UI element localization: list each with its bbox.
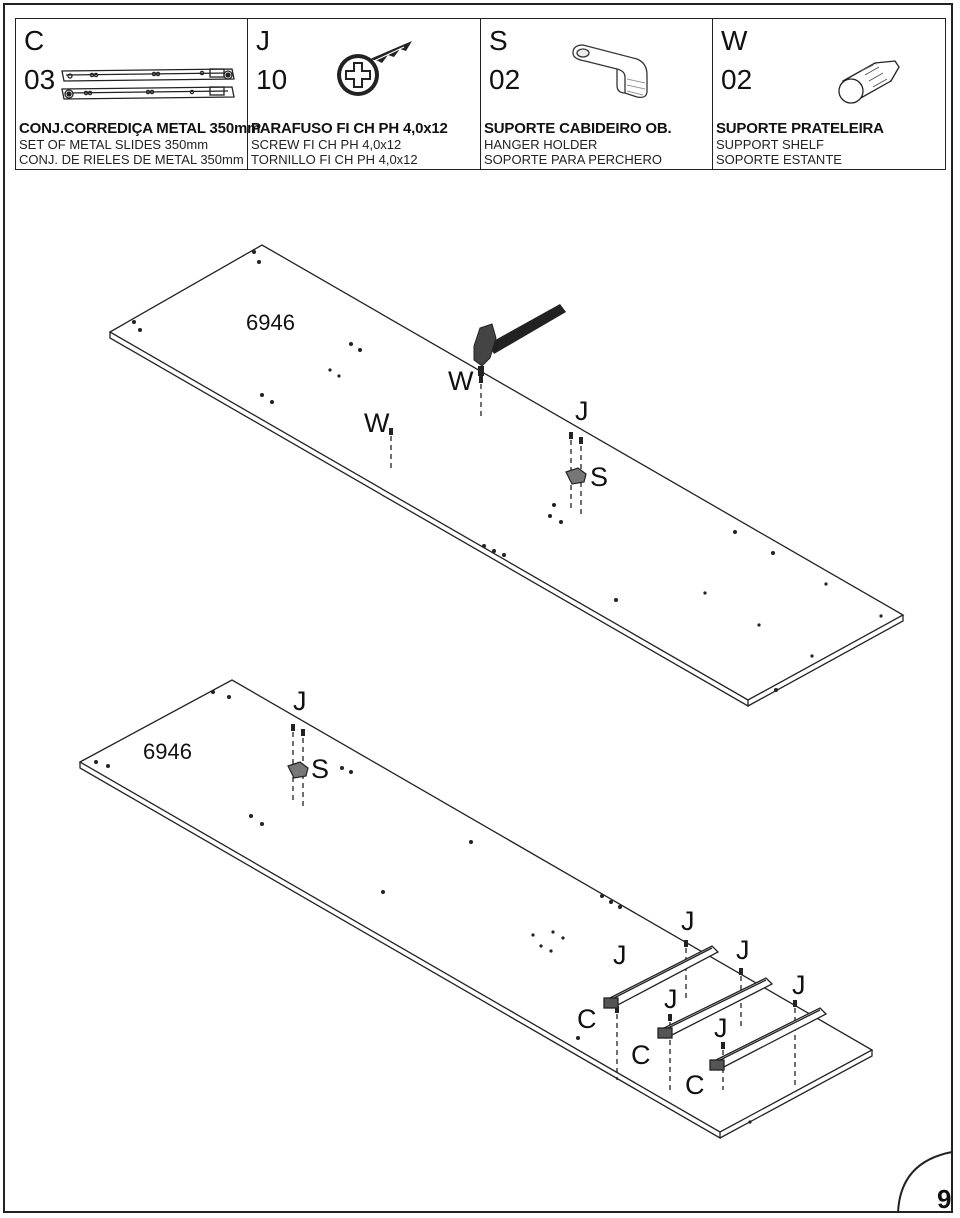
parts-table: C 03 CONJ.CORREDIÇA METAL 350mm SET OF — [15, 18, 946, 170]
part-quantity: 10 — [256, 64, 288, 95]
shelf-support-icon — [838, 60, 900, 104]
label-j: J — [681, 906, 695, 936]
label-s: S — [311, 754, 330, 784]
metal-slides — [603, 945, 828, 1071]
hanger-holder-icon — [572, 44, 648, 99]
holes-top — [132, 250, 883, 692]
part-cell-w: W 02 SUPORTE PRATELEIRA SUPPORT SHELF SO… — [713, 19, 945, 169]
panel-part-number: 6946 — [246, 310, 295, 335]
label-j: J — [664, 984, 678, 1014]
part-description: SUPORTE PRATELEIRA SUPPORT SHELF SOPORTE… — [716, 120, 943, 167]
part-quantity: 02 — [489, 64, 521, 95]
hanger-holders — [287, 467, 587, 779]
label-s: S — [590, 462, 609, 492]
panel-top — [108, 244, 905, 708]
label-w: W — [364, 408, 390, 438]
label-j: J — [792, 970, 806, 1000]
part-cell-j: J 10 PARAFUSO FI CH PH 4,0x12 SCREW FI C… — [248, 19, 481, 169]
hammer-icon — [473, 304, 566, 376]
part-quantity: 03 — [24, 64, 56, 95]
part-name-en: SCREW FI CH PH 4,0x12 — [251, 137, 402, 152]
part-name-en: SET OF METAL SLIDES 350mm — [19, 137, 209, 152]
part-name-en: SUPPORT SHELF — [716, 137, 824, 152]
holes-bottom — [94, 690, 752, 1124]
part-cell-c: C 03 CONJ.CORREDIÇA METAL 350mm SET OF — [16, 19, 261, 169]
part-name-en: HANGER HOLDER — [484, 137, 598, 152]
panel-bottom — [78, 679, 874, 1140]
label-c: C — [685, 1070, 705, 1100]
label-w: W — [448, 366, 474, 396]
label-j: J — [736, 935, 750, 965]
part-name-es: TORNILLO FI CH PH 4,0x12 — [251, 152, 418, 167]
metal-slide-icon — [61, 68, 235, 100]
label-j: J — [613, 940, 627, 970]
part-code: C — [24, 25, 45, 56]
part-name-es: CONJ. DE RIELES DE METAL 350mm — [19, 152, 244, 167]
screw-markers — [291, 376, 797, 1049]
label-c: C — [631, 1040, 651, 1070]
part-cell-s: S 02 SUPORTE CABIDEIRO OB. HANGER HOLDER… — [481, 19, 713, 169]
part-name-es: SOPORTE ESTANTE — [716, 152, 842, 167]
label-j: J — [293, 686, 307, 716]
part-quantity: 02 — [721, 64, 753, 95]
panel-part-number: 6946 — [143, 739, 192, 764]
part-name: SUPORTE PRATELEIRA — [716, 120, 884, 137]
page-frame — [3, 3, 953, 1213]
part-description: CONJ.CORREDIÇA METAL 350mm SET OF METAL … — [19, 120, 261, 167]
label-c: C — [577, 1004, 597, 1034]
part-name: PARAFUSO FI CH PH 4,0x12 — [251, 120, 448, 137]
part-name: CONJ.CORREDIÇA METAL 350mm — [19, 120, 261, 137]
part-code: J — [256, 25, 270, 56]
part-name-es: SOPORTE PARA PERCHERO — [484, 152, 662, 167]
label-j: J — [714, 1013, 728, 1043]
label-j: J — [575, 396, 589, 426]
part-name: SUPORTE CABIDEIRO OB. — [484, 120, 672, 137]
part-description: SUPORTE CABIDEIRO OB. HANGER HOLDER SOPO… — [484, 120, 710, 167]
part-code: S — [489, 25, 508, 56]
screw-icon — [337, 41, 412, 96]
part-code: W — [721, 25, 748, 56]
page-number: 9 — [937, 1184, 952, 1214]
part-description: PARAFUSO FI CH PH 4,0x12 SCREW FI CH PH … — [251, 120, 478, 167]
